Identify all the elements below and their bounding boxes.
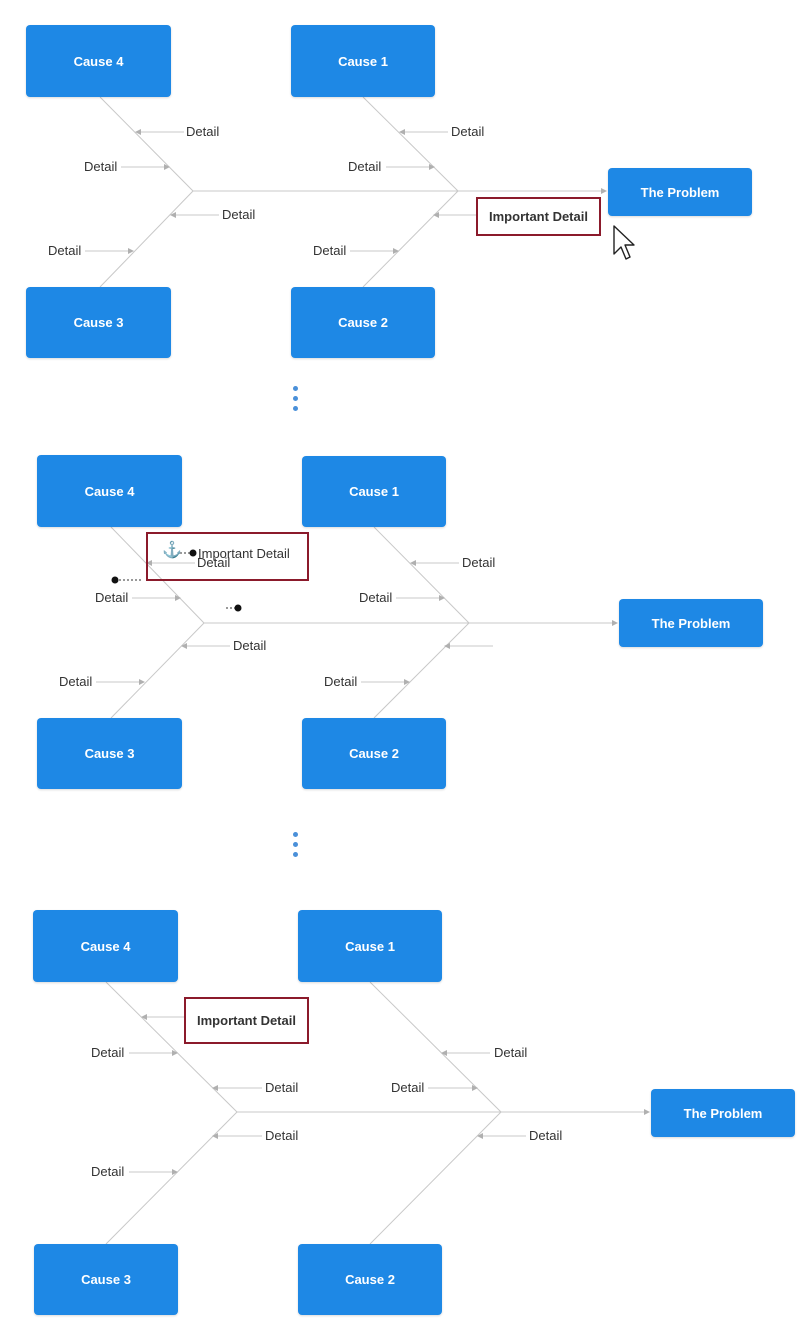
important-detail-box[interactable]: Important Detail [476, 197, 601, 236]
cause2-box[interactable]: Cause 2 [291, 287, 435, 358]
detail-label[interactable]: Detail [59, 674, 93, 689]
detail-label[interactable]: Detail [186, 124, 220, 139]
detail-label[interactable]: Detail [84, 159, 118, 174]
connector-handles [111, 549, 242, 612]
problem-box[interactable]: The Problem [619, 599, 763, 647]
cause3-box[interactable]: Cause 3 [37, 718, 182, 789]
detail-label[interactable]: Detail [265, 1080, 299, 1095]
detail-label[interactable]: Detail [95, 590, 129, 605]
detail-label[interactable]: Detail [348, 159, 382, 174]
important-detail-box[interactable]: Important Detail [184, 997, 309, 1044]
detail-label[interactable]: Detail [359, 590, 393, 605]
problem-box[interactable]: The Problem [651, 1089, 795, 1137]
important-detail-box-dragging[interactable]: Important Detail [146, 532, 309, 581]
detail-label[interactable]: Detail [494, 1045, 528, 1060]
vertical-ellipsis-icon [293, 386, 299, 416]
detail-label[interactable]: Detail [313, 243, 347, 258]
cause4-box[interactable]: Cause 4 [33, 910, 178, 982]
cause1-box[interactable]: Cause 1 [298, 910, 442, 982]
detail-label[interactable]: Detail [91, 1045, 125, 1060]
detail-label[interactable]: Detail [391, 1080, 425, 1095]
detail-label[interactable]: Detail [48, 243, 82, 258]
cause3-box[interactable]: Cause 3 [34, 1244, 178, 1315]
cause1-box[interactable]: Cause 1 [302, 456, 446, 527]
detail-label[interactable]: Detail [451, 124, 485, 139]
detail-label[interactable]: Detail [462, 555, 496, 570]
vertical-ellipsis-icon [293, 832, 299, 862]
detail-label[interactable]: Detail [529, 1128, 563, 1143]
detail-label[interactable]: Detail [233, 638, 267, 653]
detail-label[interactable]: Detail [265, 1128, 299, 1143]
mouse-pointer-icon [613, 225, 635, 260]
important-detail-label: Important Detail [198, 546, 290, 561]
anchor-icon[interactable]: ⚓ [162, 542, 182, 559]
problem-box[interactable]: The Problem [608, 168, 752, 216]
cause2-box[interactable]: Cause 2 [302, 718, 446, 789]
detail-label[interactable]: Detail [324, 674, 358, 689]
cause2-box[interactable]: Cause 2 [298, 1244, 442, 1315]
cause3-box[interactable]: Cause 3 [26, 287, 171, 358]
cause4-box[interactable]: Cause 4 [37, 455, 182, 527]
detail-label[interactable]: Detail [91, 1164, 125, 1179]
cause1-box[interactable]: Cause 1 [291, 25, 435, 97]
detail-label[interactable]: Detail [222, 207, 256, 222]
detail-label[interactable]: Detail [197, 555, 231, 570]
cause4-box[interactable]: Cause 4 [26, 25, 171, 97]
